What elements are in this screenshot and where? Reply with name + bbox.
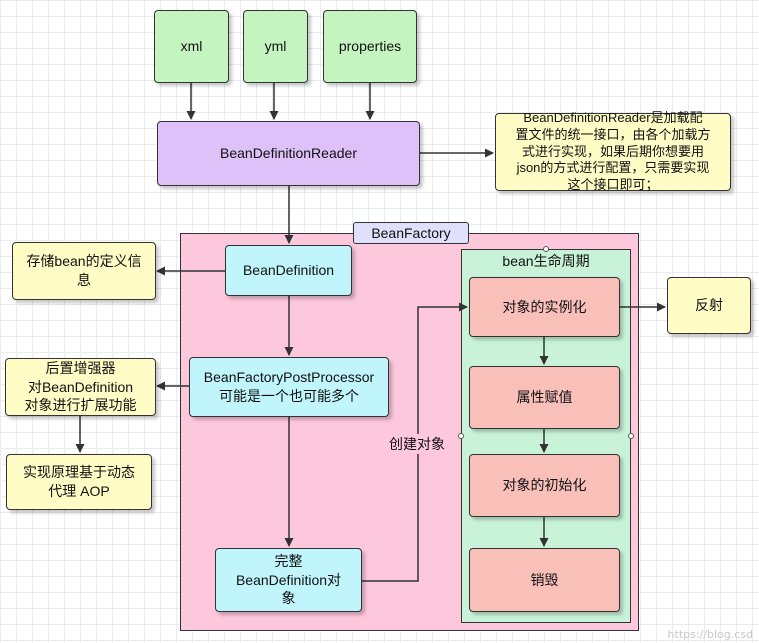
principle-note-line-2: 代理 AOP — [48, 483, 110, 499]
xml-node[interactable]: xml — [154, 10, 229, 83]
lifecycle-handle-right[interactable] — [628, 433, 634, 439]
complete-line-3: 象 — [281, 590, 296, 607]
lifecycle-step-initialize[interactable]: 对象的初始化 — [469, 454, 620, 517]
bean-definition-node[interactable]: BeanDefinition — [225, 245, 352, 296]
bean-definition-label: BeanDefinition — [242, 262, 335, 279]
create-object-label: 创建对象 — [387, 434, 447, 454]
enhancer-note[interactable]: 后置增强器 对BeanDefinition 对象进行扩展功能 — [5, 358, 156, 416]
reader-note[interactable]: BeanDefinitionReader是加载配 置文件的统一接口，由各个加载方… — [495, 109, 731, 193]
reader-label: BeanDefinitionReader — [220, 145, 357, 162]
step-initialize-label: 对象的初始化 — [502, 477, 587, 494]
watermark: https://blog.csd — [667, 628, 753, 641]
principle-note[interactable]: 实现原理基于动态 代理 AOP — [6, 454, 152, 510]
definition-note-line-2: 息 — [77, 272, 91, 288]
lifecycle-handle-left[interactable] — [458, 433, 464, 439]
principle-note-line-1: 实现原理基于动态 — [23, 464, 135, 481]
complete-line-2: BeanDefinition对 — [235, 571, 342, 588]
bean-factory-label: BeanFactory — [353, 222, 469, 244]
complete-line-1: 完整 — [274, 552, 303, 569]
reader-note-line-4: json的方式进行配置，只需要实现 — [516, 160, 710, 176]
enhancer-note-line-2: 对BeanDefinition — [27, 378, 134, 395]
xml-label: xml — [180, 38, 203, 55]
lifecycle-step-destroy[interactable]: 销毁 — [469, 548, 620, 612]
reflection-label: 反射 — [695, 297, 723, 314]
properties-label: properties — [338, 38, 402, 55]
reader-note-line-2: 置文件的统一接口，由各个加载方 — [515, 126, 711, 142]
lifecycle-step-assign[interactable]: 属性赋值 — [469, 366, 620, 429]
post-processor-line-1: BeanFactoryPostProcessor — [203, 369, 375, 386]
yml-node[interactable]: yml — [243, 10, 308, 83]
bean-definition-reader-node[interactable]: BeanDefinitionReader — [157, 121, 420, 186]
reader-note-line-5: 这个接口即可； — [567, 177, 659, 193]
complete-bean-definition-node[interactable]: 完整 BeanDefinition对 象 — [215, 548, 362, 612]
post-processor-line-2: 可能是一个也可能多个 — [219, 388, 359, 404]
definition-note[interactable]: 存储bean的定义信 息 — [12, 242, 156, 300]
yml-label: yml — [264, 38, 287, 55]
enhancer-note-line-3: 对象进行扩展功能 — [24, 397, 137, 414]
enhancer-note-line-1: 后置增强器 — [45, 359, 116, 376]
step-assign-label: 属性赋值 — [516, 389, 573, 406]
step-instantiate-label: 对象的实例化 — [502, 298, 587, 315]
reflection-node[interactable]: 反射 — [667, 277, 751, 334]
definition-note-line-1: 存储bean的定义信 — [26, 253, 142, 270]
reader-note-line-3: 式进行实现，如果后期你想要用 — [521, 143, 704, 159]
bean-lifecycle-title: bean生命周期 — [502, 253, 590, 269]
properties-node[interactable]: properties — [323, 10, 417, 83]
bean-factory-post-processor-node[interactable]: BeanFactoryPostProcessor 可能是一个也可能多个 — [189, 357, 389, 417]
step-destroy-label: 销毁 — [530, 571, 559, 588]
reader-note-line-1: BeanDefinitionReader是加载配 — [523, 109, 703, 125]
lifecycle-handle-top[interactable] — [543, 246, 549, 252]
lifecycle-step-instantiate[interactable]: 对象的实例化 — [469, 277, 620, 337]
